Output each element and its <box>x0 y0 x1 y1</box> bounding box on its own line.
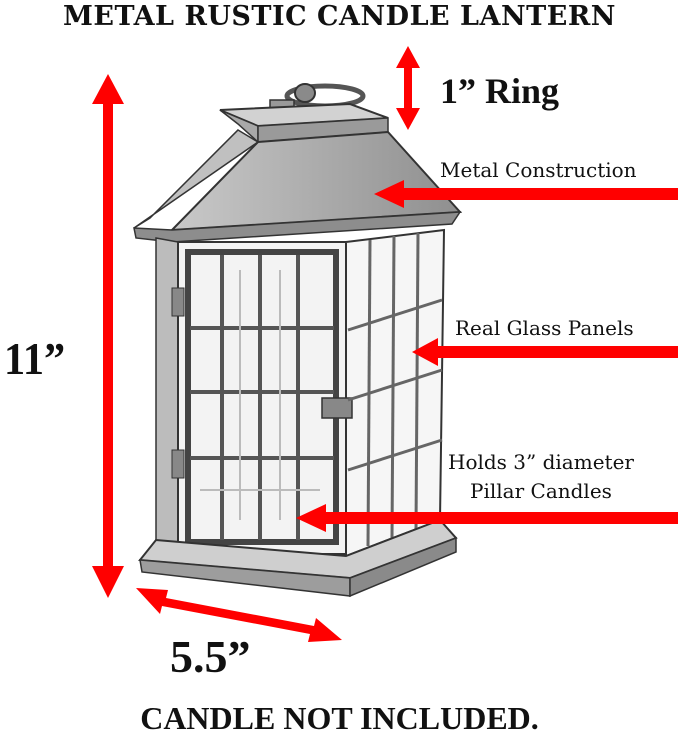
pillar-candles-line-2: Pillar Candles <box>470 479 612 503</box>
height-dimension-label: 11” <box>4 333 66 384</box>
page-title: METAL RUSTIC CANDLE LANTERN <box>63 1 616 32</box>
width-arrow <box>136 588 342 642</box>
metal-construction-callout: Metal Construction <box>440 158 637 182</box>
width-dimension-label: 5.5” <box>170 631 251 682</box>
glass-callout-arrow <box>412 338 678 366</box>
holds-callout-arrow <box>296 504 678 532</box>
lantern-body <box>155 228 446 558</box>
lantern-roof <box>133 129 463 243</box>
ring-dimension-label: 1” Ring <box>440 71 560 111</box>
pillar-candles-callout: Holds 3” diameter Pillar Candles <box>448 448 634 506</box>
metal-callout-arrow <box>374 180 678 208</box>
candle-not-included-note: CANDLE NOT INCLUDED. <box>140 700 539 736</box>
glass-panels-callout: Real Glass Panels <box>455 316 634 340</box>
lantern-base <box>138 518 458 598</box>
ring-arrow <box>396 46 420 130</box>
lantern-top-cap <box>219 102 389 144</box>
pillar-candles-line-1: Holds 3” diameter <box>448 450 634 474</box>
height-arrow <box>92 74 124 598</box>
